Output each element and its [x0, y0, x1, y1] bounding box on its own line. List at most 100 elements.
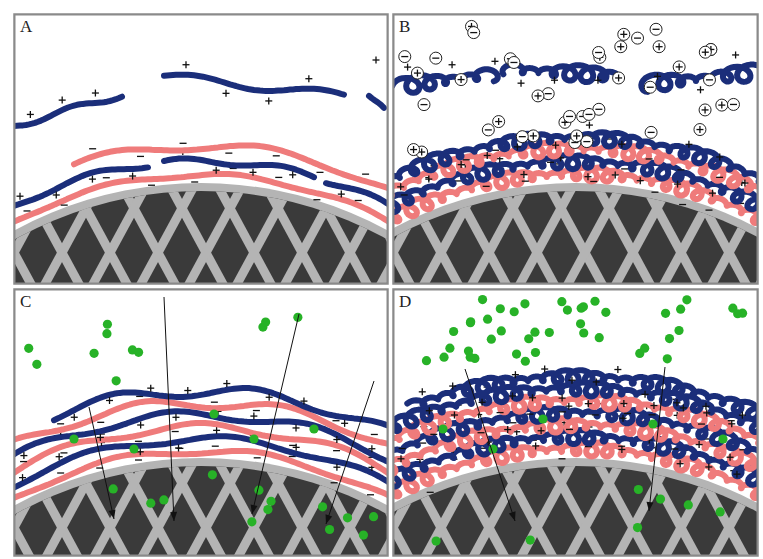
solute-dot: [682, 295, 691, 304]
solute-dot: [129, 444, 138, 453]
plus-sign: [555, 142, 556, 149]
minus-sign: [595, 52, 602, 53]
solute-dot: [557, 297, 566, 306]
minus-sign: [57, 423, 64, 424]
arrow-head: [170, 512, 177, 521]
minus-sign: [401, 56, 408, 57]
minus-sign: [212, 446, 219, 447]
plus-sign: [700, 86, 701, 93]
plus-sign: [620, 43, 621, 50]
ion-circle: [644, 81, 656, 93]
plus-sign: [226, 380, 227, 387]
solute-dot: [266, 497, 275, 506]
ion-circle: [468, 27, 480, 39]
solute-dot: [439, 353, 448, 362]
minus-sign: [679, 204, 686, 205]
plus-sign: [705, 403, 706, 410]
plus-sign: [109, 397, 110, 404]
solute-dot: [422, 356, 431, 365]
ion-circle: [508, 56, 520, 68]
plus-sign: [622, 415, 623, 422]
minus-sign: [492, 150, 499, 151]
minus-sign: [331, 482, 338, 483]
ion-circle: [727, 98, 739, 110]
polyanion-chain: [74, 145, 388, 191]
plus-sign: [100, 434, 101, 441]
ion-circle: [699, 104, 711, 116]
plus-sign: [451, 61, 452, 68]
minus-sign: [730, 104, 737, 105]
ion-circle: [399, 51, 411, 63]
ion-circle: [455, 74, 467, 86]
minus-sign: [97, 422, 104, 423]
plus-sign: [417, 70, 418, 77]
panel-border: [15, 15, 388, 284]
solute-dot: [676, 305, 685, 314]
lattice-strut: [128, 164, 350, 284]
solute-dot: [254, 486, 263, 495]
plus-sign: [178, 445, 179, 452]
plus-sign: [708, 463, 709, 470]
solute-dot: [512, 349, 521, 358]
solute-dot: [449, 327, 458, 336]
plus-sign: [588, 400, 589, 407]
plus-sign: [336, 436, 337, 443]
plus-sign: [729, 454, 730, 461]
plus-sign: [487, 152, 488, 159]
plus-sign: [58, 453, 59, 460]
solute-dot: [520, 299, 529, 308]
solute-dot: [470, 354, 479, 363]
minus-sign: [401, 194, 408, 195]
minus-sign: [135, 459, 142, 460]
minus-sign: [137, 156, 144, 157]
solute-dot: [343, 513, 352, 522]
plus-sign: [679, 460, 680, 467]
minus-sign: [191, 181, 198, 182]
diffusion-arrow: [164, 297, 174, 521]
ion-circle: [527, 130, 539, 142]
plus-sign: [62, 97, 63, 104]
plus-sign: [92, 176, 93, 183]
diffusion-arrow: [326, 381, 374, 524]
minus-sign: [313, 199, 320, 200]
minus-sign: [624, 413, 631, 414]
panel-letter: C: [19, 293, 32, 310]
solute-dot: [369, 512, 378, 521]
minus-sign: [273, 155, 280, 156]
plus-sign: [597, 77, 598, 84]
plus-sign: [400, 183, 401, 190]
ion-circle: [703, 74, 715, 86]
plus-sign: [150, 385, 151, 392]
ion-circle: [613, 72, 625, 84]
plus-sign: [679, 63, 680, 70]
panel-content: [14, 297, 388, 556]
panel-content: [393, 295, 758, 556]
solute-dot: [635, 349, 644, 358]
minus-sign: [621, 168, 628, 169]
plus-sign: [561, 395, 562, 402]
plus-sign: [719, 153, 720, 160]
plus-sign: [413, 146, 414, 153]
plus-sign: [736, 471, 737, 478]
minus-sign: [57, 472, 64, 473]
solute-dot: [563, 306, 572, 315]
plus-sign: [520, 80, 521, 87]
minus-sign: [463, 159, 470, 160]
panel-border: [15, 290, 388, 556]
solute-dot: [432, 536, 441, 545]
polycation-chain: [164, 158, 314, 177]
plus-sign: [568, 403, 569, 410]
solute-dot: [109, 484, 118, 493]
minus-sign: [24, 210, 31, 211]
solute-dot: [134, 348, 143, 357]
minus-sign: [362, 173, 369, 174]
plus-sign: [400, 455, 401, 462]
solute-dot: [359, 530, 368, 539]
plus-sign: [74, 414, 75, 421]
plus-sign: [621, 446, 622, 453]
panel-letter: A: [19, 18, 33, 35]
solute-dot: [661, 309, 670, 318]
plus-sign: [512, 392, 513, 399]
solute-dot: [247, 517, 256, 526]
ion-circle: [650, 23, 662, 35]
